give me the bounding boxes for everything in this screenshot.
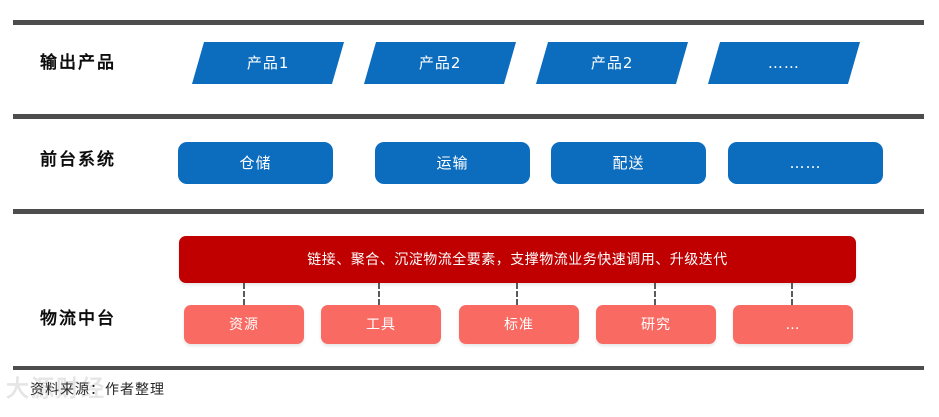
capability-box[interactable]: …	[733, 305, 853, 344]
midplatform-banner: 链接、聚合、沉淀物流全要素，支撑物流业务快速调用、升级迭代	[179, 236, 856, 283]
midplatform-capabilities-row: 资源 工具 标准 研究 …	[179, 305, 869, 344]
frontend-system-label: 运输	[436, 153, 469, 172]
output-products-row: 产品1 产品2 产品2 ……	[186, 42, 906, 84]
capability-box[interactable]: 研究	[596, 305, 716, 344]
capability-label: 资源	[229, 316, 259, 333]
row-label-frontend: 前台系统	[40, 150, 116, 170]
capability-box[interactable]: 标准	[459, 305, 579, 344]
capability-label: …	[785, 316, 801, 333]
frontend-system-box[interactable]: 配送	[551, 142, 706, 184]
capability-label: 工具	[366, 316, 396, 333]
connector-line	[791, 283, 793, 305]
divider-footer-top	[13, 366, 924, 370]
product-label: 产品2	[418, 53, 462, 72]
frontend-system-label: ……	[789, 153, 822, 172]
product-parallelogram[interactable]: 产品2	[363, 42, 517, 84]
connector-line	[654, 283, 656, 305]
capability-box[interactable]: 工具	[321, 305, 441, 344]
divider-top	[13, 20, 924, 25]
watermark: 大源财经	[6, 376, 106, 402]
frontend-system-box[interactable]: ……	[728, 142, 883, 184]
connector-line	[378, 283, 380, 305]
frontend-system-label: 配送	[612, 153, 645, 172]
row-label-midplatform: 物流中台	[40, 309, 116, 329]
source-note: 资料来源：作者整理	[30, 382, 165, 398]
divider-output-bottom	[13, 114, 924, 119]
divider-frontend-bottom	[13, 209, 924, 214]
frontend-system-box[interactable]: 仓储	[178, 142, 333, 184]
product-label: 产品2	[590, 53, 634, 72]
product-label: ……	[768, 53, 800, 72]
capability-label: 标准	[504, 316, 534, 333]
connector-line	[516, 283, 518, 305]
product-label: 产品1	[246, 53, 290, 72]
product-parallelogram[interactable]: ……	[707, 42, 861, 84]
row-label-output: 输出产品	[40, 53, 116, 73]
product-parallelogram[interactable]: 产品1	[191, 42, 345, 84]
product-parallelogram[interactable]: 产品2	[535, 42, 689, 84]
connector-line	[243, 283, 245, 305]
midplatform-banner-text: 链接、聚合、沉淀物流全要素，支撑物流业务快速调用、升级迭代	[307, 251, 728, 268]
capability-label: 研究	[641, 316, 671, 333]
frontend-systems-row: 仓储 运输 配送 ……	[178, 142, 908, 184]
frontend-system-box[interactable]: 运输	[375, 142, 530, 184]
capability-box[interactable]: 资源	[184, 305, 304, 344]
frontend-system-label: 仓储	[239, 153, 272, 172]
